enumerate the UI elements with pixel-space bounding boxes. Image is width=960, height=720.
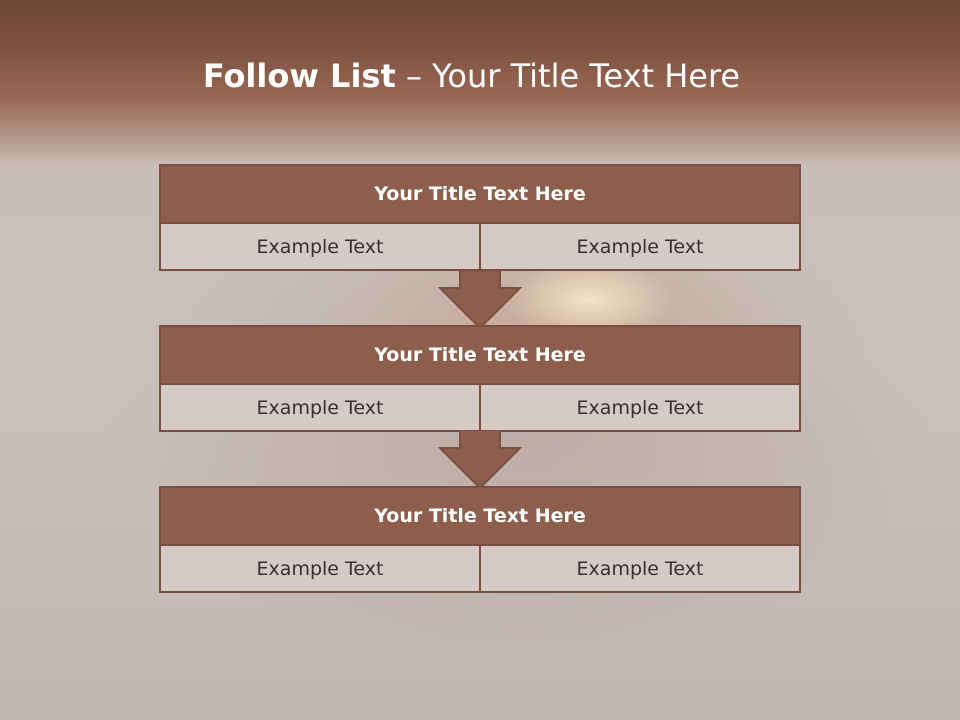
block-title: Your Title Text Here bbox=[161, 166, 799, 224]
block-row: Example Text Example Text bbox=[161, 546, 799, 591]
block-cell-right: Example Text bbox=[479, 546, 799, 591]
block-title: Your Title Text Here bbox=[161, 327, 799, 385]
block-title: Your Title Text Here bbox=[161, 488, 799, 546]
block-cell-left: Example Text bbox=[161, 385, 479, 430]
block-row: Example Text Example Text bbox=[161, 385, 799, 430]
down-arrow-icon bbox=[438, 270, 522, 330]
title-band bbox=[0, 0, 960, 165]
block-cell-right: Example Text bbox=[479, 224, 799, 269]
slide-title-bold: Follow List bbox=[202, 57, 396, 95]
block-cell-right: Example Text bbox=[479, 385, 799, 430]
slide-title-rest: – Your Title Text Here bbox=[395, 57, 741, 95]
list-block-2: Your Title Text Here Example Text Exampl… bbox=[159, 325, 801, 432]
slide-title: Follow List – Your Title Text Here bbox=[0, 54, 943, 98]
list-block-1: Your Title Text Here Example Text Exampl… bbox=[159, 164, 801, 271]
block-row: Example Text Example Text bbox=[161, 224, 799, 269]
down-arrow-icon bbox=[438, 430, 522, 490]
block-cell-left: Example Text bbox=[161, 224, 479, 269]
list-block-3: Your Title Text Here Example Text Exampl… bbox=[159, 486, 801, 593]
block-cell-left: Example Text bbox=[161, 546, 479, 591]
